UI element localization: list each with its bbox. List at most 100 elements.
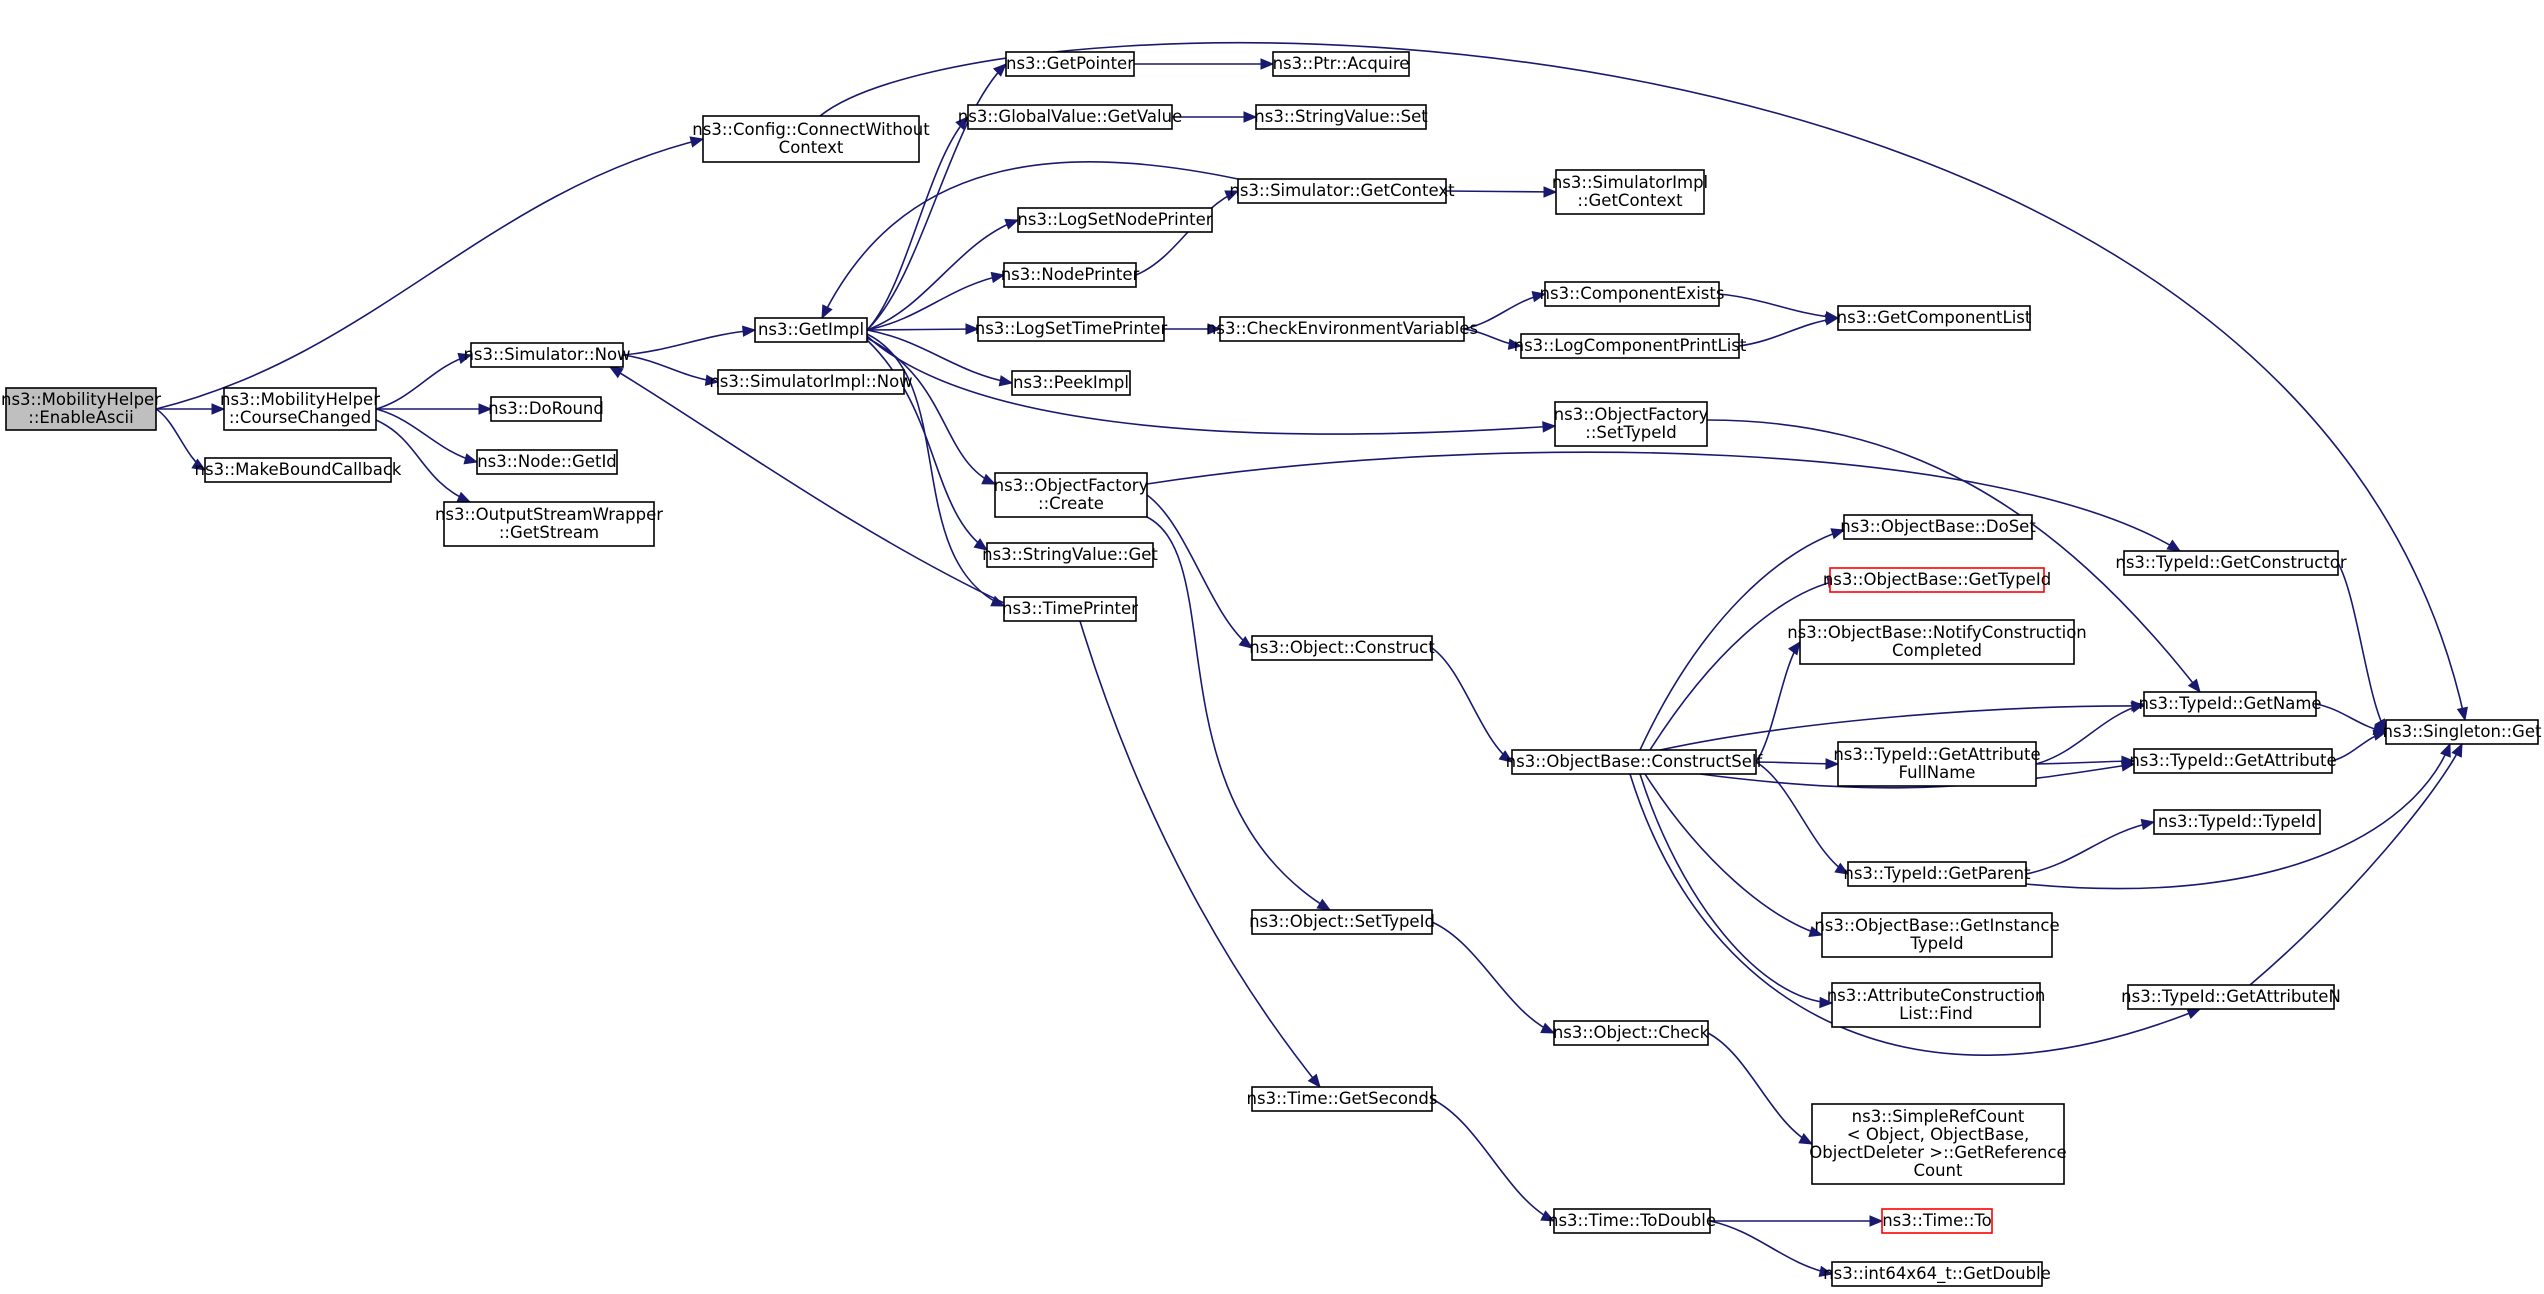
node-box[interactable]	[1811, 1103, 2065, 1185]
node-box[interactable]	[1251, 635, 1433, 661]
node-box[interactable]	[1821, 912, 2053, 958]
node-box[interactable]	[1219, 316, 1465, 342]
node-checkenvironmentvariables[interactable]: ns3::CheckEnvironmentVariables	[1206, 316, 1478, 342]
node-box[interactable]	[1544, 281, 1720, 307]
node-box[interactable]	[1511, 749, 1757, 775]
node-box[interactable]	[986, 542, 1154, 568]
node-box[interactable]	[1881, 1208, 1993, 1234]
node-object-check[interactable]: ns3::Object::Check	[1553, 1020, 1710, 1046]
node-doround[interactable]: ns3::DoRound	[488, 396, 604, 422]
node-timeprinter[interactable]: ns3::TimePrinter	[1002, 596, 1138, 622]
node-objectbase-notifyconstructioncompleted[interactable]: ns3::ObjectBase::NotifyConstructionCompl…	[1787, 619, 2087, 665]
node-globalvalue-getvalue[interactable]: ns3::GlobalValue::GetValue	[958, 104, 1182, 130]
node-box[interactable]	[977, 316, 1165, 342]
node-typeid-getname[interactable]: ns3::TypeId::GetName	[2138, 691, 2322, 717]
node-simulator-getcontext[interactable]: ns3::Simulator::GetContext	[1229, 178, 1455, 204]
node-box[interactable]	[1003, 596, 1137, 622]
node-getpointer[interactable]: ns3::GetPointer	[1005, 51, 1135, 77]
node-makeboundcallback[interactable]: ns3::MakeBoundCallback	[195, 457, 402, 483]
node-objectfactory-create[interactable]: ns3::ObjectFactory::Create	[994, 472, 1149, 518]
node-box[interactable]	[204, 457, 392, 483]
node-objectfactory-settypeid[interactable]: ns3::ObjectFactory::SetTypeId	[1554, 401, 1709, 447]
node-componentexists[interactable]: ns3::ComponentExists	[1540, 281, 1725, 307]
node-box[interactable]	[5, 387, 157, 431]
node-logsetnodeprinter[interactable]: ns3::LogSetNodePrinter	[1017, 207, 1213, 233]
node-time-to[interactable]: ns3::Time::To	[1881, 1208, 1993, 1234]
node-box[interactable]	[490, 396, 602, 422]
node-box[interactable]	[1847, 861, 2027, 887]
node-stringvalue-get[interactable]: ns3::StringValue::Get	[982, 542, 1158, 568]
node-box[interactable]	[1837, 741, 2037, 787]
node-logsettimeprinter[interactable]: ns3::LogSetTimePrinter	[975, 316, 1168, 342]
node-object-construct[interactable]: ns3::Object::Construct	[1249, 635, 1435, 661]
node-box[interactable]	[1554, 401, 1708, 447]
node-simulator-now[interactable]: ns3::Simulator::Now	[463, 342, 631, 368]
node-box[interactable]	[754, 317, 868, 343]
node-node-getid[interactable]: ns3::Node::GetId	[476, 449, 618, 475]
node-box[interactable]	[1255, 104, 1427, 130]
node-box[interactable]	[223, 387, 377, 431]
node-mobilityhelper-coursechanged[interactable]: ns3::MobilityHelper::CourseChanged	[220, 387, 380, 431]
node-stringvalue-set[interactable]: ns3::StringValue::Set	[1254, 104, 1428, 130]
node-simplerefcount-object-objectbase-objectdeleter-getreferencecount[interactable]: ns3::SimpleRefCount< Object, ObjectBase,…	[1809, 1103, 2067, 1185]
node-object-settypeid[interactable]: ns3::Object::SetTypeId	[1249, 909, 1435, 935]
node-box[interactable]	[702, 115, 920, 163]
node-box[interactable]	[1003, 262, 1137, 288]
node-box[interactable]	[1843, 514, 2033, 540]
node-objectbase-gettypeid[interactable]: ns3::ObjectBase::GetTypeId	[1823, 567, 2051, 593]
node-simulatorimpl-getcontext[interactable]: ns3::SimulatorImpl::GetContext	[1552, 169, 1708, 215]
node-box[interactable]	[476, 449, 618, 475]
node-mobilityhelper-enableascii[interactable]: ns3::MobilityHelper::EnableAscii	[1, 387, 161, 431]
node-nodeprinter[interactable]: ns3::NodePrinter	[1001, 262, 1140, 288]
node-box[interactable]	[1553, 1020, 1709, 1046]
node-box[interactable]	[1237, 178, 1447, 204]
node-box[interactable]	[994, 472, 1148, 518]
node-box[interactable]	[2385, 719, 2539, 745]
node-box[interactable]	[2143, 691, 2317, 717]
node-typeid-getattribute[interactable]: ns3::TypeId::GetAttribute	[2129, 748, 2337, 774]
node-simulatorimpl-now[interactable]: ns3::SimulatorImpl::Now	[709, 369, 913, 395]
node-objectbase-constructself[interactable]: ns3::ObjectBase::ConstructSelf	[1506, 749, 1764, 775]
node-box[interactable]	[1017, 207, 1213, 233]
node-box[interactable]	[1251, 909, 1433, 935]
node-time-getseconds[interactable]: ns3::Time::GetSeconds	[1247, 1086, 1438, 1112]
node-box[interactable]	[443, 501, 655, 547]
node-int64x64-t-getdouble[interactable]: ns3::int64x64_t::GetDouble	[1823, 1261, 2051, 1287]
node-getimpl[interactable]: ns3::GetImpl	[754, 317, 868, 343]
node-box[interactable]	[1555, 169, 1705, 215]
node-box[interactable]	[717, 369, 905, 395]
node-box[interactable]	[1831, 982, 2041, 1028]
node-objectbase-doset[interactable]: ns3::ObjectBase::DoSet	[1840, 514, 2036, 540]
node-getcomponentlist[interactable]: ns3::GetComponentList	[1837, 305, 2032, 331]
node-box[interactable]	[1011, 370, 1131, 396]
node-box[interactable]	[470, 342, 624, 368]
node-box[interactable]	[1837, 305, 2031, 331]
node-box[interactable]	[1272, 51, 1410, 77]
node-box[interactable]	[2123, 550, 2339, 576]
node-box[interactable]	[1520, 333, 1740, 359]
node-box[interactable]	[1553, 1208, 1711, 1234]
node-box[interactable]	[1251, 1086, 1433, 1112]
node-box[interactable]	[1005, 51, 1135, 77]
node-typeid-typeid[interactable]: ns3::TypeId::TypeId	[2153, 809, 2321, 835]
node-typeid-getparent[interactable]: ns3::TypeId::GetParent	[1843, 861, 2031, 887]
node-box[interactable]	[2133, 748, 2333, 774]
node-typeid-getconstructor[interactable]: ns3::TypeId::GetConstructor	[2115, 550, 2347, 576]
node-box[interactable]	[967, 104, 1173, 130]
node-outputstreamwrapper-getstream[interactable]: ns3::OutputStreamWrapper::GetStream	[435, 501, 663, 547]
node-box[interactable]	[1799, 619, 2075, 665]
node-box[interactable]	[1829, 567, 2045, 593]
node-peekimpl[interactable]: ns3::PeekImpl	[1011, 370, 1131, 396]
node-box[interactable]	[2153, 809, 2321, 835]
node-singleton-get[interactable]: ns3::Singleton::Get	[2383, 719, 2542, 745]
node-box[interactable]	[1831, 1261, 2043, 1287]
node-logcomponentprintlist[interactable]: ns3::LogComponentPrintList	[1514, 333, 1747, 359]
node-typeid-getattributen[interactable]: ns3::TypeId::GetAttributeN	[2121, 984, 2341, 1010]
node-time-todouble[interactable]: ns3::Time::ToDouble	[1548, 1208, 1716, 1234]
node-ptr-acquire[interactable]: ns3::Ptr::Acquire	[1272, 51, 1410, 77]
node-box[interactable]	[2127, 984, 2335, 1010]
